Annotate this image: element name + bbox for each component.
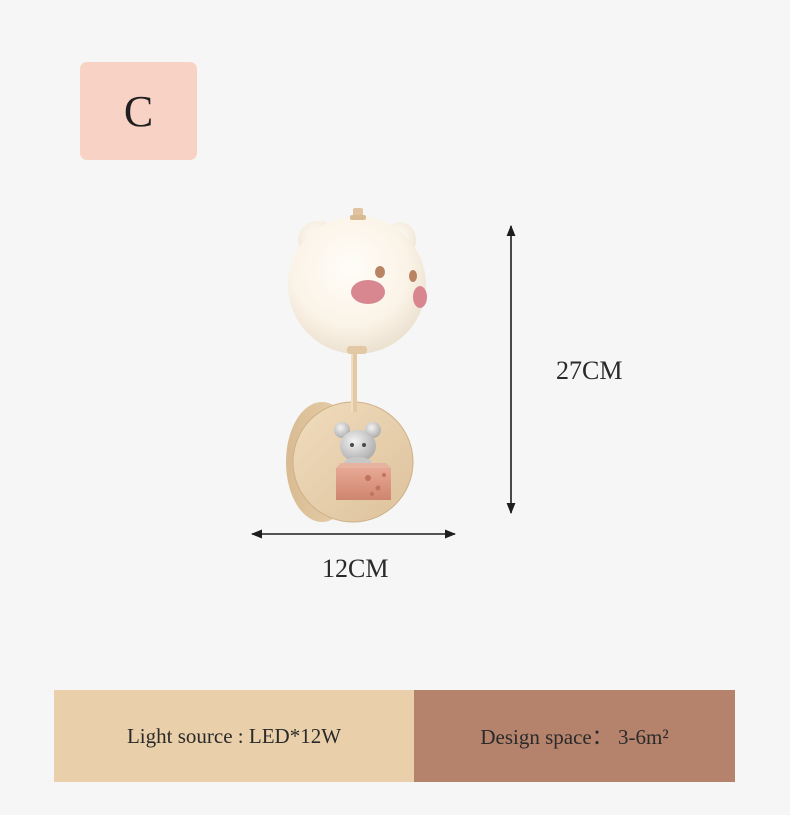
design-space-cell: Design space： 3-6m² <box>414 690 735 782</box>
lamp-rod <box>351 352 357 412</box>
variant-label: C <box>123 86 154 136</box>
spec-bar: Light source : LED*12W Design space： 3-6… <box>54 690 735 782</box>
variant-badge: C <box>80 62 197 160</box>
light-source-text: Light source : LED*12W <box>126 723 342 748</box>
bear-globe <box>288 208 427 354</box>
width-dimension-label: 12CM <box>322 554 389 583</box>
cheese-block <box>336 463 391 500</box>
height-dimension-label: 27CM <box>556 356 623 385</box>
design-space-text: Design space： 3-6m² <box>480 725 669 749</box>
light-source-cell: Light source : LED*12W <box>54 690 414 782</box>
